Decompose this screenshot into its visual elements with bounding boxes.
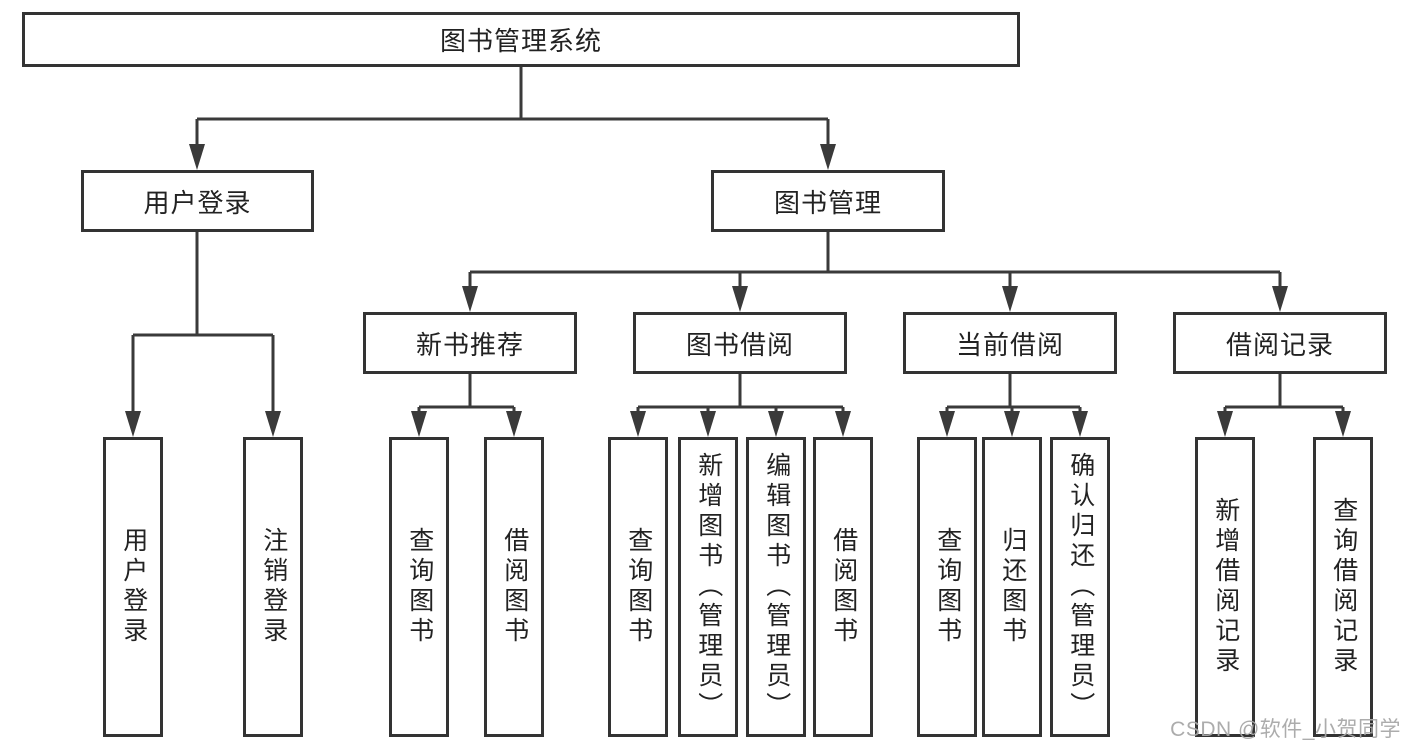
leaf-label: 借阅图书: [500, 527, 529, 647]
node-user-login: 用户登录: [81, 170, 314, 232]
node-new-book-recommendation: 新书推荐: [363, 312, 577, 374]
leaf-label: 查询图书: [624, 527, 653, 647]
watermark: CSDN @软件_小贺同学: [1170, 718, 1401, 741]
leaf-add-book-admin: 新增图书（管理员）: [678, 437, 738, 737]
leaf-borrow-books-recommendation: 借阅图书: [484, 437, 544, 737]
leaf-label: 查询图书: [933, 527, 962, 647]
leaf-label: 查询图书: [405, 527, 434, 647]
leaf-label: 用户登录: [119, 527, 148, 647]
leaf-edit-book-admin: 编辑图书（管理员）: [746, 437, 806, 737]
leaf-user-login: 用户登录: [103, 437, 163, 737]
leaf-label: 借阅图书: [829, 527, 858, 647]
node-root-library-management-system: 图书管理系统: [22, 12, 1020, 67]
leaf-label: 确认归还（管理员）: [1066, 452, 1095, 722]
node-current-borrowing: 当前借阅: [903, 312, 1117, 374]
leaf-label: 注销登录: [259, 527, 288, 647]
leaf-label: 新增借阅记录: [1211, 497, 1240, 677]
leaf-logout: 注销登录: [243, 437, 303, 737]
leaf-label: 归还图书: [998, 527, 1027, 647]
leaf-query-books-current: 查询图书: [917, 437, 977, 737]
leaf-query-books-recommendation: 查询图书: [389, 437, 449, 737]
leaf-add-borrowing-record: 新增借阅记录: [1195, 437, 1255, 737]
leaf-borrow-books-borrowing: 借阅图书: [813, 437, 873, 737]
node-book-borrowing: 图书借阅: [633, 312, 847, 374]
leaf-label: 新增图书（管理员）: [694, 452, 723, 722]
leaf-query-books-borrowing: 查询图书: [608, 437, 668, 737]
leaf-label: 编辑图书（管理员）: [762, 452, 791, 722]
node-borrowing-records: 借阅记录: [1173, 312, 1387, 374]
leaf-label: 查询借阅记录: [1329, 497, 1358, 677]
leaf-return-books: 归还图书: [982, 437, 1042, 737]
node-book-management: 图书管理: [711, 170, 945, 232]
leaf-confirm-return-admin: 确认归还（管理员）: [1050, 437, 1110, 737]
leaf-query-borrowing-record: 查询借阅记录: [1313, 437, 1373, 737]
